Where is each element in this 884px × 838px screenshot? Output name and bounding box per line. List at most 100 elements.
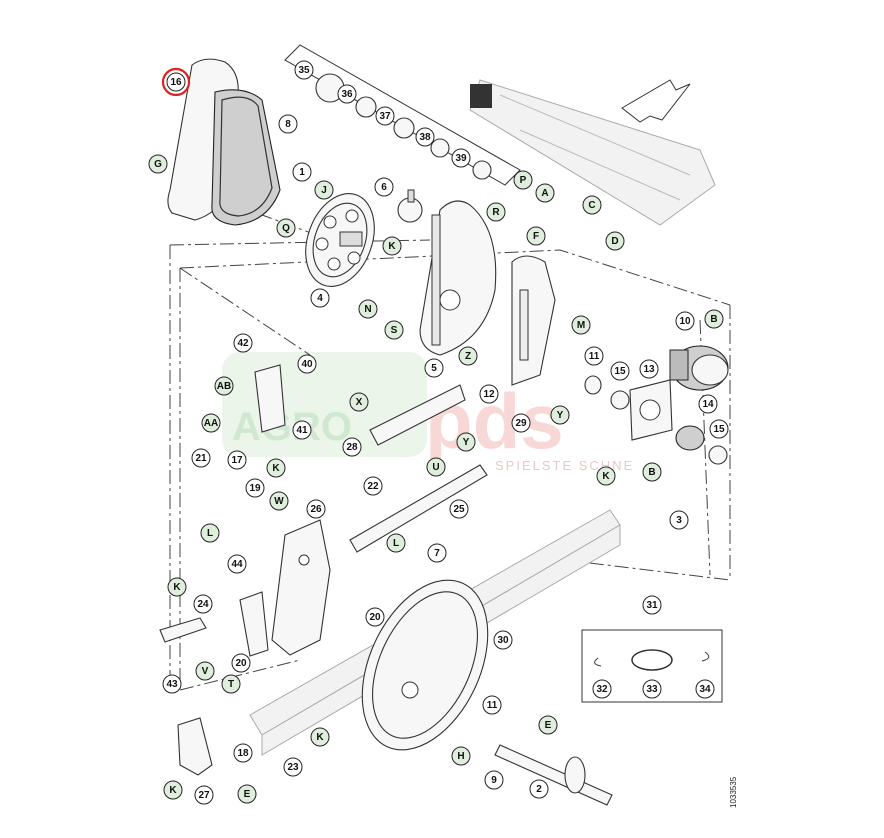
callout-circle bbox=[513, 170, 533, 190]
pivot-arm bbox=[177, 717, 213, 776]
callout-text: 20 bbox=[235, 658, 247, 669]
callout-circle bbox=[276, 218, 296, 238]
callout-text: S bbox=[391, 325, 398, 336]
callout-circle bbox=[642, 679, 662, 699]
callout-k: K bbox=[167, 577, 187, 597]
callout-circle bbox=[642, 462, 662, 482]
callout-circle bbox=[386, 533, 406, 553]
callout-circle bbox=[449, 499, 469, 519]
callout-circle bbox=[704, 309, 724, 329]
callout-text: U bbox=[432, 462, 439, 473]
callout-text: Y bbox=[557, 410, 564, 421]
callout-text: 11 bbox=[487, 700, 498, 711]
callout-text: 9 bbox=[491, 775, 497, 786]
callout-text: L bbox=[393, 538, 399, 549]
callout-text: P bbox=[520, 175, 527, 186]
callout-text: 40 bbox=[301, 359, 313, 370]
callout-35: 35 bbox=[294, 60, 314, 80]
callout-10: 10 bbox=[675, 311, 695, 331]
callout-circle bbox=[278, 114, 298, 134]
callout-22: 22 bbox=[363, 476, 383, 496]
callout-text: 8 bbox=[285, 119, 291, 130]
callout-text: 12 bbox=[483, 389, 495, 400]
bearing-flange bbox=[629, 379, 673, 441]
callout-circle bbox=[427, 543, 447, 563]
callout-36: 36 bbox=[337, 84, 357, 104]
callout-a: A bbox=[535, 183, 555, 203]
callout-text: 29 bbox=[515, 418, 527, 429]
callout-k: K bbox=[596, 466, 616, 486]
callout-circle bbox=[292, 420, 312, 440]
callout-y: Y bbox=[456, 432, 476, 452]
callout-text: 34 bbox=[699, 684, 711, 695]
callout-4: 4 bbox=[310, 288, 330, 308]
callout-circle bbox=[698, 394, 718, 414]
callout-text: 15 bbox=[713, 424, 725, 435]
callout-circle bbox=[582, 195, 602, 215]
callout-43: 43 bbox=[162, 674, 182, 694]
callout-circle bbox=[195, 661, 215, 681]
callout-5: 5 bbox=[424, 358, 444, 378]
callout-circle bbox=[358, 299, 378, 319]
shaft-2 bbox=[494, 744, 613, 806]
callout-circle bbox=[342, 437, 362, 457]
header-overview bbox=[469, 79, 716, 226]
callout-text: AA bbox=[204, 418, 218, 429]
callout-text: 13 bbox=[643, 364, 655, 375]
callout-text: K bbox=[173, 582, 181, 593]
callout-text: 28 bbox=[346, 442, 358, 453]
callout-circle bbox=[349, 392, 369, 412]
callout-13: 13 bbox=[639, 359, 659, 379]
callout-text: 32 bbox=[596, 684, 608, 695]
callout-circle bbox=[479, 384, 499, 404]
callout-text: 43 bbox=[166, 679, 178, 690]
callout-circle bbox=[269, 491, 289, 511]
callout-text: E bbox=[545, 720, 552, 731]
callout-33: 33 bbox=[642, 679, 662, 699]
support-arm bbox=[511, 255, 556, 386]
callout-circle bbox=[337, 84, 357, 104]
callout-text: 31 bbox=[646, 600, 658, 611]
watermark-tagline: SPIELSTE SCHNE bbox=[495, 458, 634, 473]
callout-text: W bbox=[274, 496, 284, 507]
drive-plate bbox=[419, 200, 497, 356]
callout-text: 38 bbox=[419, 132, 431, 143]
callout-circle bbox=[451, 746, 471, 766]
callout-17: 17 bbox=[227, 450, 247, 470]
callout-text: 4 bbox=[317, 293, 323, 304]
callout-circle bbox=[163, 780, 183, 800]
callout-25: 25 bbox=[449, 499, 469, 519]
callout-circle bbox=[233, 743, 253, 763]
callout-text: F bbox=[533, 231, 539, 242]
callout-n: N bbox=[358, 299, 378, 319]
callout-23: 23 bbox=[283, 757, 303, 777]
callout-text: 44 bbox=[231, 559, 243, 570]
callout-20: 20 bbox=[231, 653, 251, 673]
callout-circle bbox=[415, 127, 435, 147]
callout-11: 11 bbox=[482, 695, 502, 715]
callout-d: D bbox=[605, 231, 625, 251]
watermark-brand-left: AGRO bbox=[232, 405, 352, 449]
callout-text: 18 bbox=[237, 748, 249, 759]
callout-circle bbox=[584, 346, 604, 366]
callout-42: 42 bbox=[233, 333, 253, 353]
callout-15: 15 bbox=[709, 419, 729, 439]
callout-circle bbox=[642, 595, 662, 615]
callout-text: 25 bbox=[453, 504, 465, 515]
callout-f: F bbox=[526, 226, 546, 246]
callout-circle bbox=[675, 311, 695, 331]
callout-circle bbox=[695, 679, 715, 699]
callout-circle bbox=[511, 413, 531, 433]
bracket-24 bbox=[159, 591, 269, 657]
callout-text: 5 bbox=[431, 363, 437, 374]
callout-28: 28 bbox=[342, 437, 362, 457]
callout-v: V bbox=[195, 661, 215, 681]
callout-circle bbox=[245, 478, 265, 498]
callout-text: E bbox=[244, 789, 251, 800]
callout-text: R bbox=[492, 207, 500, 218]
callout-34: 34 bbox=[695, 679, 715, 699]
callout-text: 1 bbox=[299, 167, 305, 178]
callout-text: 39 bbox=[455, 153, 467, 164]
callout-39: 39 bbox=[451, 148, 471, 168]
callout-text: 6 bbox=[381, 182, 387, 193]
